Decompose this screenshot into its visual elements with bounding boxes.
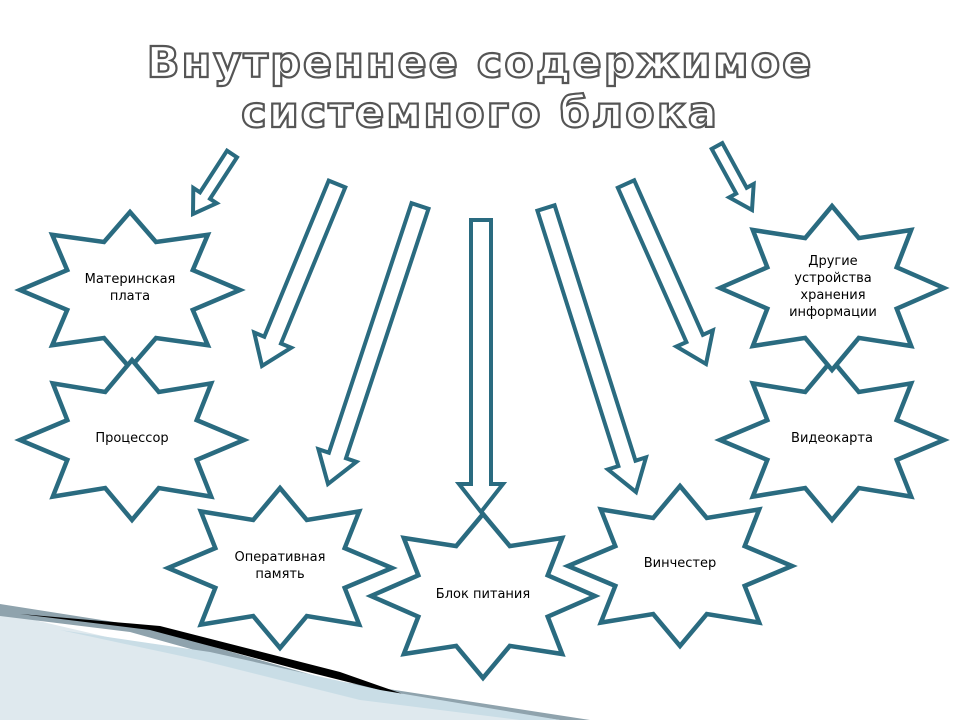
down-arrow-icon: [454, 218, 508, 516]
label-motherboard: Материнская плата: [84, 272, 176, 304]
star-shape-gpu: [714, 356, 950, 524]
slide-title: Внутреннее содержимое системного блока: [0, 37, 960, 139]
title-line-2: системного блока: [240, 87, 719, 139]
label-ram: Оперативная память: [234, 550, 326, 582]
down-arrow-icon: [708, 140, 756, 214]
label-psu: Блок питания: [435, 586, 531, 602]
star-shape-psu: [365, 510, 601, 682]
corner-decoration: [0, 604, 590, 720]
stars-group: [14, 202, 950, 682]
title-line-1: Внутреннее содержимое: [146, 37, 814, 89]
down-arrow-icon: [534, 202, 649, 496]
star-shape-storage: [714, 202, 950, 374]
label-gpu: Видеокарта: [791, 430, 873, 446]
down-arrow-icon: [251, 177, 348, 370]
label-hdd: Винчестер: [643, 555, 717, 571]
arrows-group: [190, 140, 756, 516]
label-cpu: Процессор: [95, 430, 169, 446]
down-arrow-icon: [190, 147, 240, 218]
down-arrow-icon: [615, 177, 716, 368]
star-shape-cpu: [14, 356, 250, 524]
star-shape-ram: [162, 484, 398, 652]
star-shape-hdd: [562, 482, 798, 650]
down-arrow-icon: [315, 200, 432, 488]
label-storage: Другие устройства хранения информации: [789, 254, 877, 320]
